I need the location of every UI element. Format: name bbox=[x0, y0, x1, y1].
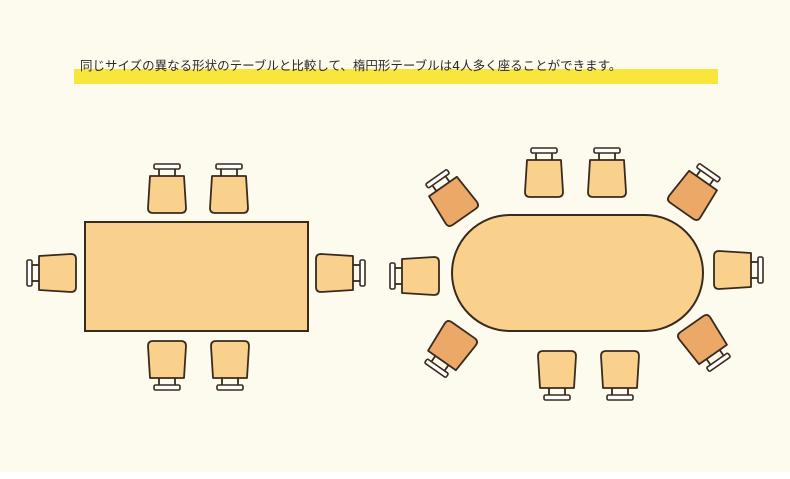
chair bbox=[26, 253, 77, 293]
chair bbox=[315, 253, 366, 293]
caption: 同じサイズの異なる形状のテーブルと比較して、楕円形テーブルは4人多く座ることがで… bbox=[74, 54, 718, 86]
chair bbox=[537, 350, 577, 401]
chair bbox=[147, 340, 187, 391]
oval-table-group bbox=[389, 147, 764, 401]
caption-text: 同じサイズの異なる形状のテーブルと比較して、楕円形テーブルは4人多く座ることがで… bbox=[80, 58, 622, 73]
rectangular-table bbox=[84, 221, 309, 332]
chair bbox=[389, 256, 440, 296]
chair-angled bbox=[667, 163, 721, 221]
oval-table bbox=[451, 214, 704, 332]
chair bbox=[713, 250, 764, 290]
chair bbox=[524, 147, 564, 198]
chair bbox=[147, 163, 187, 214]
chair-angled bbox=[677, 314, 731, 372]
chair bbox=[587, 147, 627, 198]
chair-angled bbox=[424, 320, 478, 378]
rectangular-table-group bbox=[26, 163, 366, 391]
chair-angled bbox=[425, 169, 479, 227]
chair bbox=[210, 340, 250, 391]
chair bbox=[209, 163, 249, 214]
caption-highlight bbox=[74, 69, 718, 84]
chair bbox=[600, 350, 640, 401]
